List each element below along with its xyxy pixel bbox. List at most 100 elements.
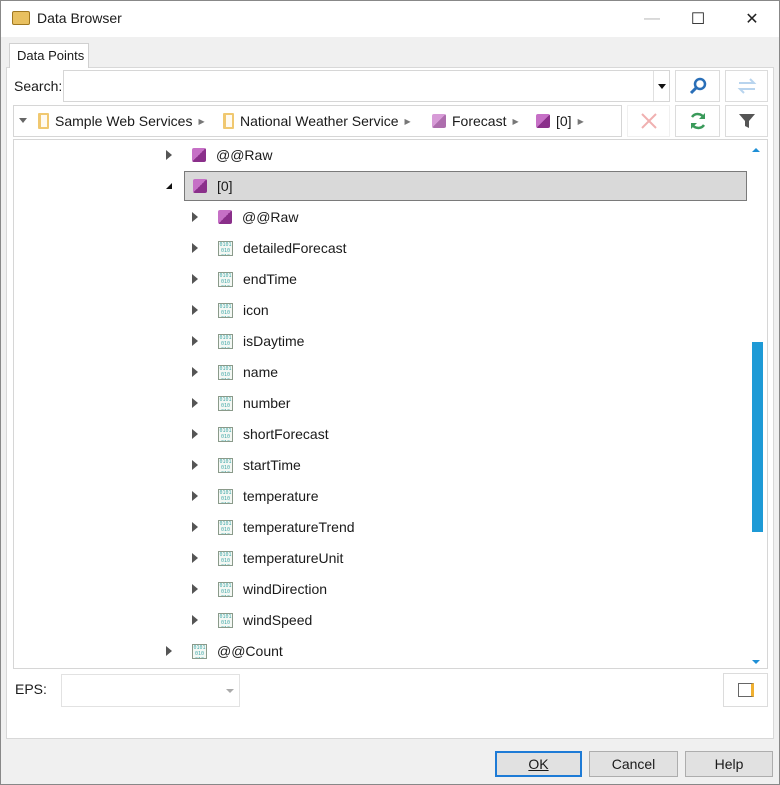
tree-row-label: [0] (217, 178, 233, 194)
minimize-button[interactable]: — (644, 10, 660, 27)
swap-button[interactable] (725, 70, 768, 102)
breadcrumb-item-national-weather-service[interactable]: National Weather Service▶ (223, 106, 411, 136)
eps-select[interactable] (61, 674, 240, 707)
tree-row[interactable]: 0101 010 010 detailedForecast (192, 233, 347, 263)
expand-icon[interactable] (192, 367, 198, 377)
tree-row-label: shortForecast (243, 426, 329, 442)
data-field-icon: 0101 010 010 (218, 302, 233, 318)
chevron-down-icon (226, 689, 234, 693)
help-button[interactable]: Help (685, 751, 773, 777)
tree-row-label: icon (243, 302, 269, 318)
tree-row[interactable]: 0101 010 010 temperature (192, 481, 318, 511)
scroll-up-icon[interactable] (752, 148, 760, 152)
expand-icon[interactable] (192, 398, 198, 408)
tree-row-label: number (243, 395, 291, 411)
scrollbar-thumb[interactable] (752, 342, 763, 532)
tree-row-label: isDaytime (243, 333, 305, 349)
tree-row[interactable]: 0101 010 010 @@Count (166, 636, 283, 666)
side-panel-icon (737, 683, 754, 697)
search-icon (689, 77, 706, 95)
expand-icon[interactable] (192, 460, 198, 470)
tree-row-label: @@Raw (242, 209, 299, 225)
tree-row[interactable]: 0101 010 010 windSpeed (192, 605, 312, 635)
tree-row-label: temperature (243, 488, 319, 504)
eps-label: EPS: (15, 681, 47, 697)
delete-button[interactable] (627, 105, 670, 137)
expand-icon[interactable] (192, 584, 198, 594)
data-field-icon: 0101 010 010 (192, 643, 207, 659)
maximize-button[interactable]: ☐ (690, 11, 706, 28)
expand-icon[interactable] (192, 491, 198, 501)
tree-row-label: startTime (243, 457, 301, 473)
expand-icon[interactable] (192, 615, 198, 625)
expand-icon[interactable] (166, 646, 172, 656)
tree-row-label: temperatureUnit (243, 550, 344, 566)
expand-icon[interactable] (192, 305, 198, 315)
tree-row[interactable]: @@Raw (192, 202, 298, 232)
tree-row[interactable]: 0101 010 010 icon (192, 295, 269, 325)
data-field-icon: 0101 010 010 (218, 426, 233, 442)
tree-row[interactable]: 0101 010 010 isDaytime (192, 326, 304, 356)
window-title: Data Browser (37, 10, 122, 26)
tree-row-label: endTime (243, 271, 297, 287)
tree-row[interactable]: [0] (166, 171, 747, 201)
close-button[interactable]: ✕ (745, 11, 759, 28)
tree-row[interactable]: 0101 010 010 number (192, 388, 290, 418)
data-field-icon: 0101 010 010 (218, 240, 233, 256)
cube-icon (536, 114, 550, 128)
delete-x-icon (640, 113, 657, 129)
tree-row-label: name (243, 364, 279, 380)
breadcrumb-item-forecast[interactable]: Forecast▶ (432, 106, 519, 136)
tree-row-label: windDirection (243, 581, 328, 597)
ok-button[interactable]: OK (495, 751, 582, 777)
folder-icon (223, 113, 234, 129)
breadcrumb: Sample Web Services▶ National Weather Se… (13, 105, 622, 137)
search-input[interactable] (63, 70, 670, 102)
tree-row[interactable]: @@Raw (166, 140, 272, 170)
refresh-button[interactable] (675, 105, 720, 137)
expand-icon[interactable] (192, 212, 198, 222)
title-bar: Data Browser — ☐ ✕ (1, 1, 779, 37)
expand-icon[interactable] (166, 150, 172, 160)
tree-row[interactable]: 0101 010 010 windDirection (192, 574, 327, 604)
expand-icon[interactable] (192, 429, 198, 439)
tree-row-label: detailedForecast (243, 240, 347, 256)
data-field-icon: 0101 010 010 (218, 395, 233, 411)
tree-row-label: windSpeed (243, 612, 313, 628)
chevron-right-icon: ▶ (404, 116, 411, 126)
tree-row[interactable]: 0101 010 010 shortForecast (192, 419, 329, 449)
search-dropdown-button[interactable] (653, 71, 669, 101)
data-field-icon: 0101 010 010 (218, 333, 233, 349)
data-tree[interactable]: @@Raw [0] @@Raw 0101 010 010 detailedForecas… (13, 139, 768, 669)
search-button[interactable] (675, 70, 720, 102)
cube-icon (193, 179, 207, 193)
tab-data-points[interactable]: Data Points (9, 43, 89, 68)
expand-icon[interactable] (192, 522, 198, 532)
breadcrumb-dropdown-icon[interactable] (19, 118, 27, 123)
data-field-icon: 0101 010 010 (218, 612, 233, 628)
expand-icon[interactable] (192, 243, 198, 253)
expand-icon[interactable] (192, 336, 198, 346)
search-label: Search: (14, 78, 63, 94)
chevron-right-icon: ▶ (512, 116, 519, 126)
app-folder-icon (12, 11, 30, 25)
tree-row-label: @@Count (217, 643, 283, 659)
scroll-down-icon[interactable] (752, 660, 760, 664)
cancel-button[interactable]: Cancel (589, 751, 678, 777)
filter-button[interactable] (725, 105, 768, 137)
expand-icon[interactable] (192, 553, 198, 563)
collapse-icon[interactable] (166, 183, 172, 189)
data-field-icon: 0101 010 010 (218, 581, 233, 597)
expand-icon[interactable] (192, 274, 198, 284)
breadcrumb-item-0[interactable]: [0]▶ (536, 106, 584, 136)
service-icon (432, 114, 446, 128)
tree-row-label: temperatureTrend (243, 519, 355, 535)
breadcrumb-item-sample-web-services[interactable]: Sample Web Services▶ (38, 106, 205, 136)
panel-toggle-button[interactable] (723, 673, 768, 707)
data-field-icon: 0101 010 010 (218, 488, 233, 504)
